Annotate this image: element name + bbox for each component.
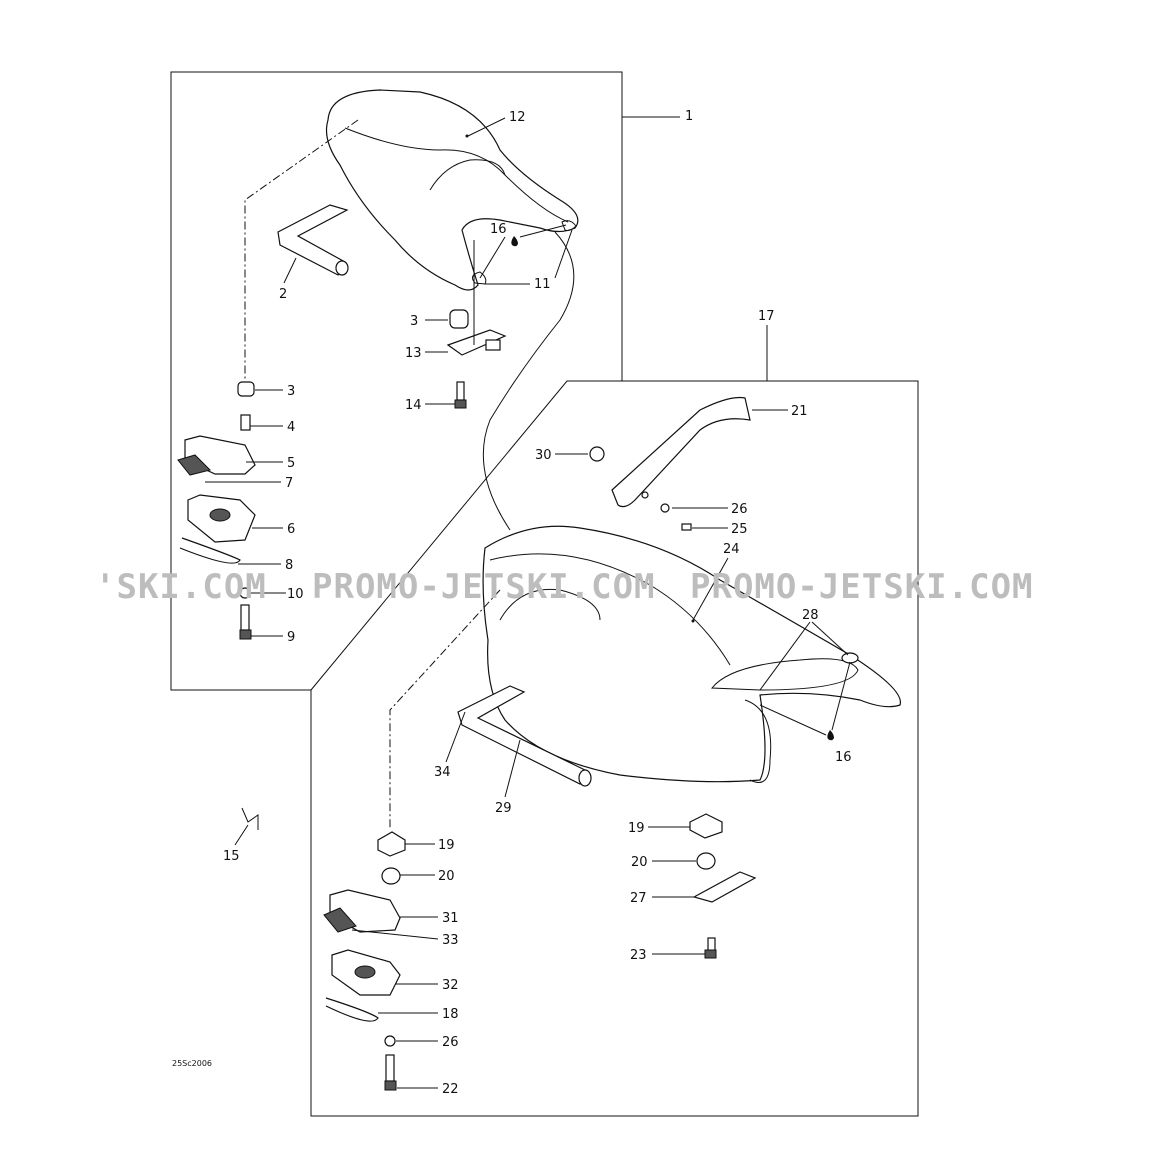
callout-9: 9 bbox=[287, 630, 295, 645]
callout-26: 26 bbox=[442, 1035, 459, 1050]
callout-1: 1 bbox=[685, 109, 693, 124]
callout-28: 28 bbox=[802, 608, 819, 623]
callout-14: 14 bbox=[405, 398, 422, 413]
callout-19: 19 bbox=[438, 838, 455, 853]
drawing-code: 25Sc2006 bbox=[172, 1059, 212, 1068]
rear-latch-stack bbox=[177, 381, 256, 640]
lubricant-drop-icon bbox=[511, 236, 518, 247]
callout-34: 34 bbox=[434, 765, 451, 780]
seat-bar-2 bbox=[277, 204, 349, 276]
callout-2: 2 bbox=[279, 287, 287, 302]
leader-lines bbox=[205, 116, 851, 1089]
callout-22: 22 bbox=[442, 1082, 459, 1097]
callout-13: 13 bbox=[405, 346, 422, 361]
callout-4: 4 bbox=[287, 420, 295, 435]
callout-11: 11 bbox=[534, 277, 551, 292]
callout-12: 12 bbox=[509, 110, 526, 125]
callout-25: 25 bbox=[731, 522, 748, 537]
front-bracket bbox=[689, 813, 757, 959]
callout-20: 20 bbox=[631, 855, 648, 870]
callout-3: 3 bbox=[410, 314, 418, 329]
front-seat bbox=[482, 525, 901, 783]
callout-16: 16 bbox=[835, 750, 852, 765]
callout-29: 29 bbox=[495, 801, 512, 816]
cable bbox=[482, 231, 575, 531]
callout-26: 26 bbox=[731, 502, 748, 517]
assembly-frame-17 bbox=[310, 380, 919, 1117]
callout-20: 20 bbox=[438, 869, 455, 884]
front-latch-stack bbox=[323, 831, 406, 1091]
callout-32: 32 bbox=[442, 978, 459, 993]
callout-7: 7 bbox=[285, 476, 293, 491]
callout-27: 27 bbox=[630, 891, 647, 906]
callout-19: 19 bbox=[628, 821, 645, 836]
seat-bar-29 bbox=[457, 685, 592, 787]
callout-15: 15 bbox=[223, 849, 240, 864]
assembly-frame-1 bbox=[170, 71, 623, 691]
callout-labels: 1 12 2 16 11 3 13 14 3 4 5 7 6 8 10 9 17… bbox=[223, 109, 852, 1097]
callout-33: 33 bbox=[442, 933, 459, 948]
rear-bracket bbox=[446, 240, 507, 409]
callout-5: 5 bbox=[287, 456, 295, 471]
callout-31: 31 bbox=[442, 911, 459, 926]
callout-21: 21 bbox=[791, 404, 808, 419]
clip-15 bbox=[241, 807, 259, 830]
watermark: 'SKI.COM bbox=[95, 567, 267, 607]
callout-3: 3 bbox=[287, 384, 295, 399]
callout-8: 8 bbox=[285, 558, 293, 573]
lubricant-drop-icon bbox=[827, 730, 834, 741]
rear-seat bbox=[325, 89, 579, 291]
watermark: PROMO-JETSKI.COM bbox=[690, 567, 1034, 607]
watermark: PROMO-JETSKI.COM bbox=[312, 567, 656, 607]
callout-17: 17 bbox=[758, 309, 775, 324]
callout-6: 6 bbox=[287, 522, 295, 537]
callout-23: 23 bbox=[630, 948, 647, 963]
callout-24: 24 bbox=[723, 542, 740, 557]
callout-10: 10 bbox=[287, 587, 304, 602]
callout-18: 18 bbox=[442, 1007, 459, 1022]
callout-16: 16 bbox=[490, 222, 507, 237]
callout-30: 30 bbox=[535, 448, 552, 463]
grab-handle bbox=[589, 396, 751, 531]
